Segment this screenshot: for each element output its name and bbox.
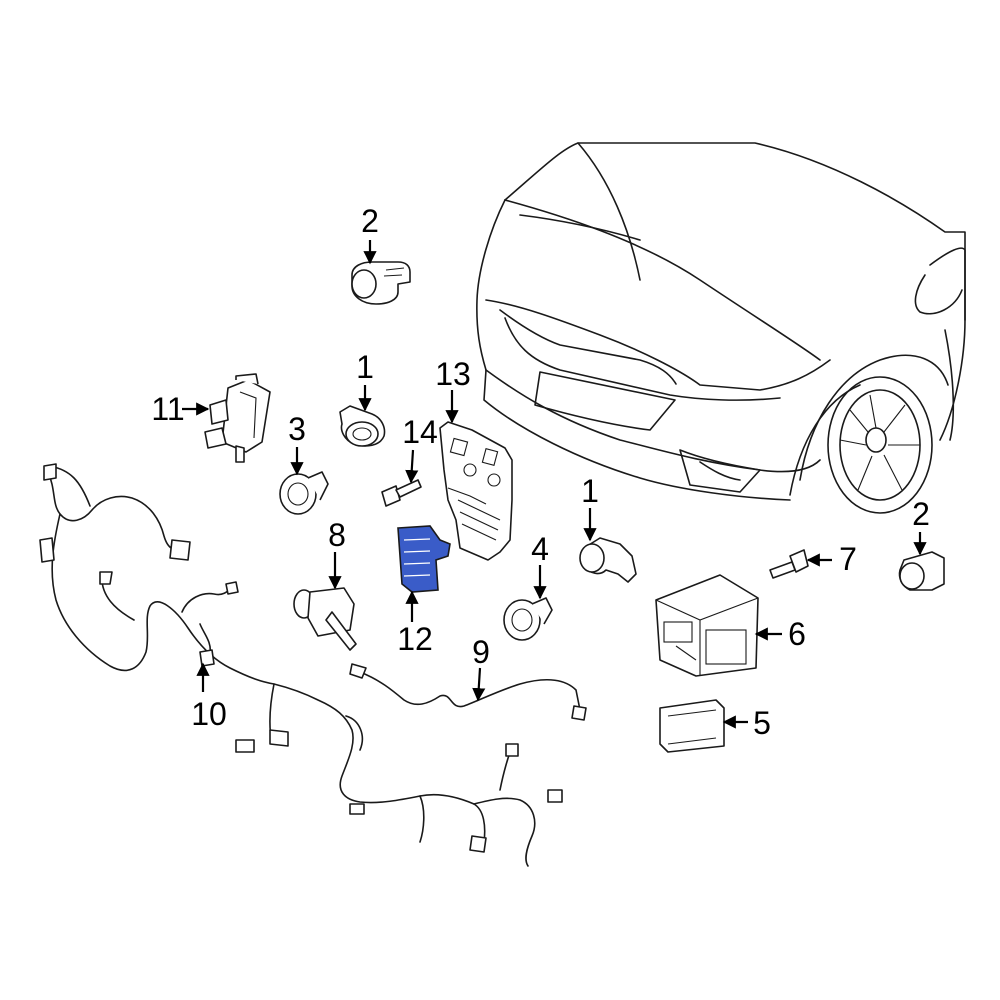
callout-13: 13 <box>435 356 471 392</box>
arrow-9 <box>472 667 486 702</box>
callout-14: 14 <box>402 414 438 450</box>
callout-6: 6 <box>788 616 806 652</box>
parking-sensor-part-2-top <box>351 261 411 305</box>
callout-4: 4 <box>531 531 549 567</box>
camera-part-11 <box>204 373 271 463</box>
sensor-bezel-part-3 <box>279 471 329 515</box>
callout-8: 8 <box>328 517 346 553</box>
bracket-part-13 <box>439 421 513 561</box>
callout-1-left: 1 <box>356 349 374 385</box>
screw-part-7 <box>769 549 809 579</box>
callout-2-right: 2 <box>912 496 930 532</box>
callout-9: 9 <box>472 634 490 670</box>
control-module-part-12-highlighted <box>397 525 451 593</box>
callout-2-top: 2 <box>361 203 379 239</box>
parking-sensor-part-2-right <box>898 551 945 591</box>
control-module-part-6 <box>655 574 759 677</box>
control-module-part-5 <box>659 699 725 753</box>
callout-1-right: 1 <box>581 473 599 509</box>
parking-sensor-part-1-right <box>579 537 637 583</box>
leader-arrows <box>182 240 927 729</box>
arrow-14 <box>405 449 419 484</box>
callout-3: 3 <box>288 411 306 447</box>
callout-5: 5 <box>753 705 771 741</box>
parking-sensor-part-1-left <box>339 405 386 447</box>
wiring-harness-part-9 <box>349 663 587 721</box>
bolt-part-14 <box>381 479 422 507</box>
wiring-harness-part-10 <box>39 463 563 867</box>
sensor-part-8 <box>293 587 357 651</box>
callout-7: 7 <box>839 541 857 577</box>
sensor-bezel-part-4 <box>503 597 553 641</box>
callout-10: 10 <box>191 696 227 732</box>
callout-11: 11 <box>151 391 184 427</box>
callout-12: 12 <box>397 621 433 657</box>
vehicle-front-illustration <box>476 142 966 514</box>
callout-labels: 2 1 3 11 14 13 12 8 1 4 9 10 7 2 6 5 <box>151 203 930 741</box>
